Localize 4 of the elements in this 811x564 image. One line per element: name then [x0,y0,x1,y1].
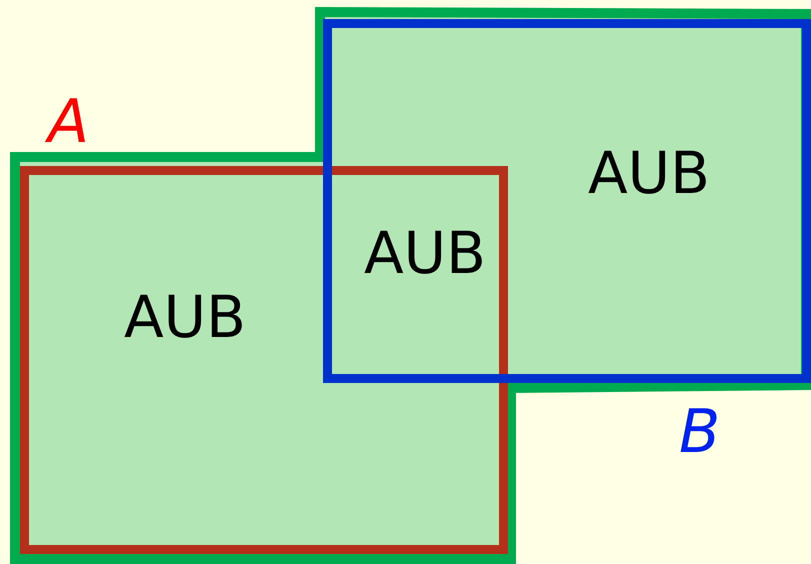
region-label: AUB [364,224,486,282]
region-label: AUB [124,288,246,346]
region-label: AUB [588,144,710,202]
set-label: B [679,402,720,462]
